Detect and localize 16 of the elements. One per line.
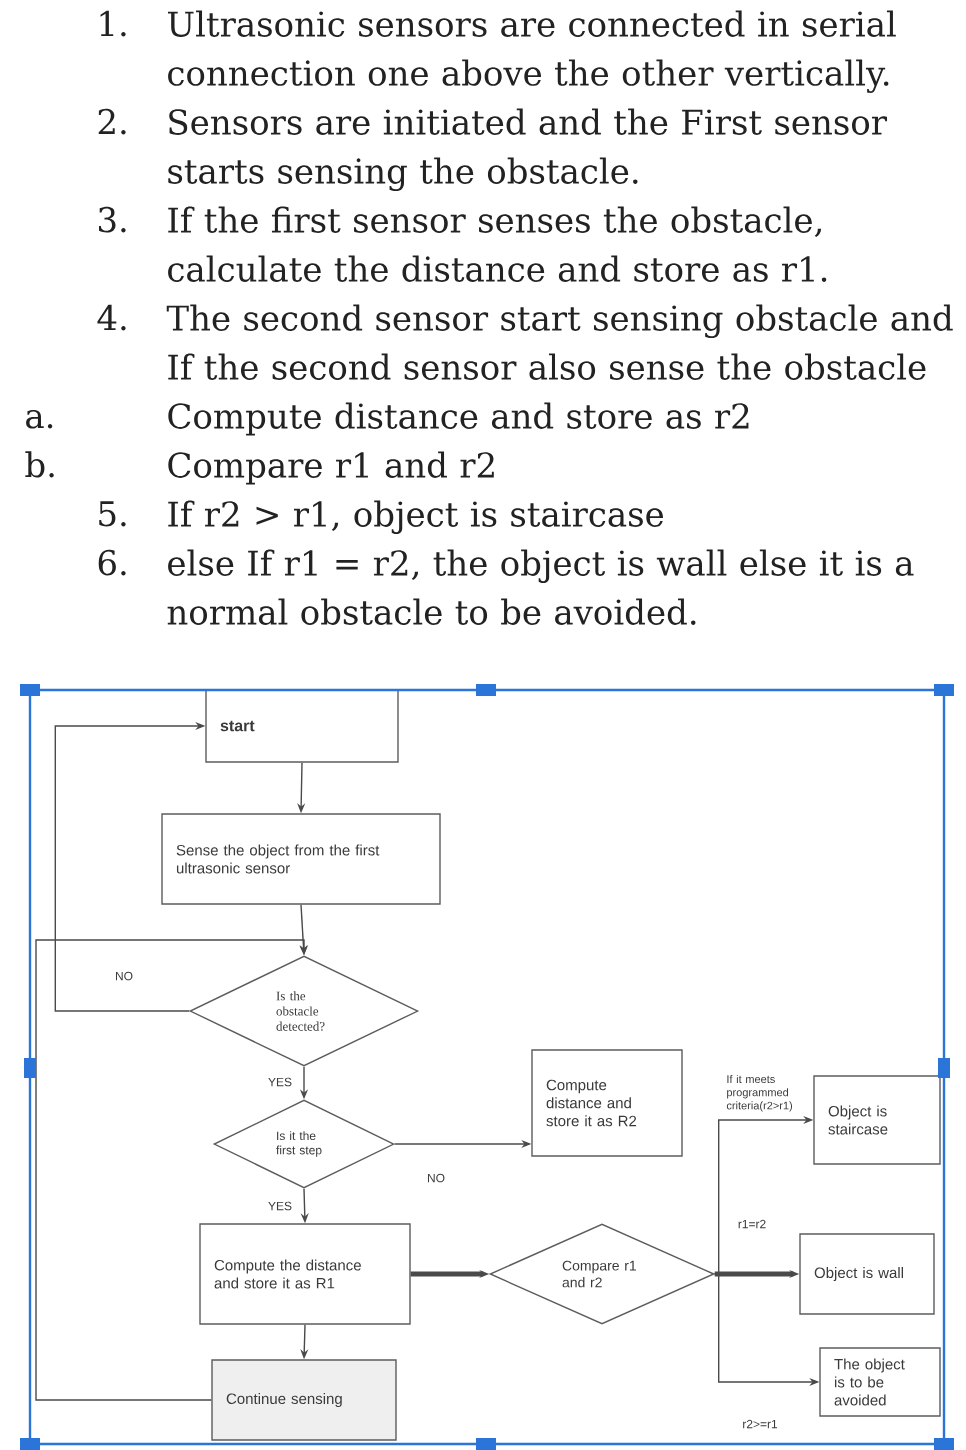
list-item: If the first sensor senses the obstacle, calculate the distance and store as r1.: [168, 206, 827, 282]
list-marker: 5.: [99, 501, 126, 527]
list-marker: a.: [26, 409, 53, 429]
list-item: Compare r1 and r2: [168, 451, 494, 485]
list-item: Sensors are initiated and the First sensor starts sensing the obstacle.: [168, 108, 887, 191]
list-item: Ultrasonic sensors are connected in serial connection one above the other vertically.: [168, 10, 896, 93]
list-item: The second sensor start sensing obstacle and If the second sensor also sense the obstacle: [166, 304, 953, 380]
list-item: Compute distance and store as r2: [168, 402, 749, 436]
list-item: If r2 > r1, object is staircase: [168, 500, 664, 534]
list-marker: b.: [25, 451, 54, 478]
list-marker: 1.: [100, 10, 126, 37]
list-marker: 3.: [99, 206, 126, 233]
list-marker: 6.: [98, 549, 126, 576]
list-item: else If r1 = r2, the object is wall else it is a normal obstacle to be avoided.: [167, 549, 914, 625]
list-marker: 4.: [97, 304, 126, 331]
list-marker: 2.: [98, 108, 126, 135]
